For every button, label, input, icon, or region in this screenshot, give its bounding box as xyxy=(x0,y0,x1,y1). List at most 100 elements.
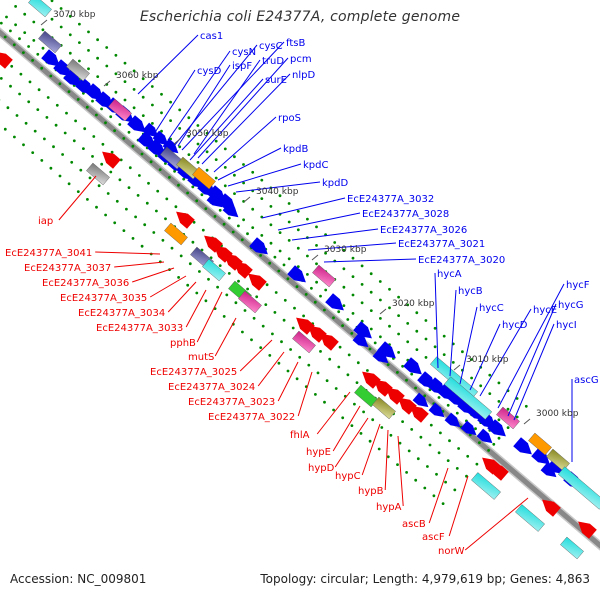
tick-dot xyxy=(55,103,59,107)
forward-gene-label: nlpD xyxy=(292,70,315,81)
tick-dot xyxy=(36,108,40,111)
tick-dot xyxy=(268,354,272,357)
reverse-gene-label: EcE24377A_3023 xyxy=(188,397,275,408)
tick-dot xyxy=(446,403,450,407)
reverse-gene-label: hypE xyxy=(306,447,331,458)
tick-dot xyxy=(76,98,80,101)
tick-dot xyxy=(151,122,154,125)
forward-leader-line xyxy=(261,197,346,219)
tick-dot xyxy=(315,262,318,266)
tick-mark xyxy=(243,196,251,203)
reverse-leader-line xyxy=(397,435,404,507)
feature-block xyxy=(192,166,216,190)
tick-dot xyxy=(379,335,382,339)
tick-dot xyxy=(88,176,92,180)
tick-dot xyxy=(323,308,326,312)
tick-dot xyxy=(74,119,77,123)
tick-dot xyxy=(76,190,80,194)
tick-label: 3050 kbp xyxy=(186,129,229,139)
feature-block xyxy=(164,222,188,246)
tick-dot xyxy=(296,265,300,268)
tick-dot xyxy=(497,436,501,440)
tick-dot xyxy=(334,387,338,390)
tick-dot xyxy=(461,350,464,354)
forward-leader-line xyxy=(213,116,277,173)
tick-dot xyxy=(442,334,446,338)
tick-dot xyxy=(246,232,249,236)
tick-dot xyxy=(315,244,318,247)
forward-cds xyxy=(206,192,223,208)
tick-dot xyxy=(165,197,169,201)
tick-dot xyxy=(455,411,459,415)
tick-dot xyxy=(296,209,300,213)
reverse-leader-line xyxy=(316,391,351,435)
forward-gene-label: kpdC xyxy=(303,160,328,171)
tick-dot xyxy=(396,463,399,466)
reverse-gene-label: hypD xyxy=(308,463,335,474)
tick-dot xyxy=(216,285,220,289)
tick-dot xyxy=(187,134,191,138)
tick-dot xyxy=(379,298,382,302)
tick-dot xyxy=(150,85,154,88)
reverse-gene-label: hypC xyxy=(335,471,361,482)
forward-gene-label: cysC xyxy=(259,41,283,52)
tick-dot xyxy=(178,108,182,112)
forward-cds xyxy=(325,293,344,311)
feature-block xyxy=(108,98,132,122)
reverse-leader-line xyxy=(95,251,161,255)
tick-dot xyxy=(3,127,7,131)
tick-dot xyxy=(78,59,81,63)
tick-dot xyxy=(196,124,200,127)
tick-dot xyxy=(423,486,427,490)
forward-leader-line xyxy=(507,303,557,417)
tick-dot xyxy=(233,155,236,159)
reverse-leader-line xyxy=(58,175,97,221)
tick-dot xyxy=(61,153,64,156)
reverse-cds xyxy=(248,273,267,291)
tick-dot xyxy=(155,209,158,213)
tick-dot xyxy=(222,315,226,318)
tick-dot xyxy=(240,238,244,242)
reverse-gene-label: ascB xyxy=(402,519,426,530)
forward-cds xyxy=(428,402,445,418)
tick-dot xyxy=(406,340,410,344)
forward-leader-line xyxy=(513,323,555,421)
tick-dot xyxy=(295,285,299,288)
tick-dot xyxy=(475,462,479,466)
forward-gene-label: kpdD xyxy=(322,178,348,189)
reverse-gene-label: EcE24377A_3022 xyxy=(208,412,295,423)
tick-dot xyxy=(109,170,113,174)
feature-block xyxy=(86,162,110,186)
tick-dot xyxy=(237,224,240,228)
reverse-leader-line xyxy=(448,475,469,537)
tick-dot xyxy=(286,277,290,281)
reverse-leader-line xyxy=(214,317,237,357)
tick-dot xyxy=(138,174,141,177)
forward-leader-line xyxy=(227,163,302,187)
tick-dot xyxy=(497,400,501,403)
tick-dot xyxy=(389,433,393,437)
tick-dot xyxy=(101,142,105,146)
forward-leader-line xyxy=(291,228,379,241)
tick-dot xyxy=(380,426,384,429)
tick-dot xyxy=(10,64,14,68)
forward-leader-line xyxy=(459,306,478,385)
tick-dot xyxy=(41,28,45,32)
forward-leader-line xyxy=(277,212,361,231)
tick-dot xyxy=(268,261,272,265)
tick-dot xyxy=(32,39,36,42)
tick-dot xyxy=(448,439,451,443)
forward-gene-label: truD xyxy=(262,56,284,67)
tick-dot xyxy=(426,465,429,468)
tick-dot xyxy=(160,92,163,96)
tick-dot xyxy=(106,192,110,195)
tick-dot xyxy=(40,66,44,70)
tick-dot xyxy=(154,154,158,158)
forward-cds xyxy=(127,115,146,133)
tick-dot xyxy=(83,127,87,131)
tick-dot xyxy=(19,72,23,76)
tick-dot xyxy=(177,183,180,187)
reverse-leader-line xyxy=(297,371,313,417)
tick-dot xyxy=(132,69,136,73)
tick-dot xyxy=(410,428,414,431)
